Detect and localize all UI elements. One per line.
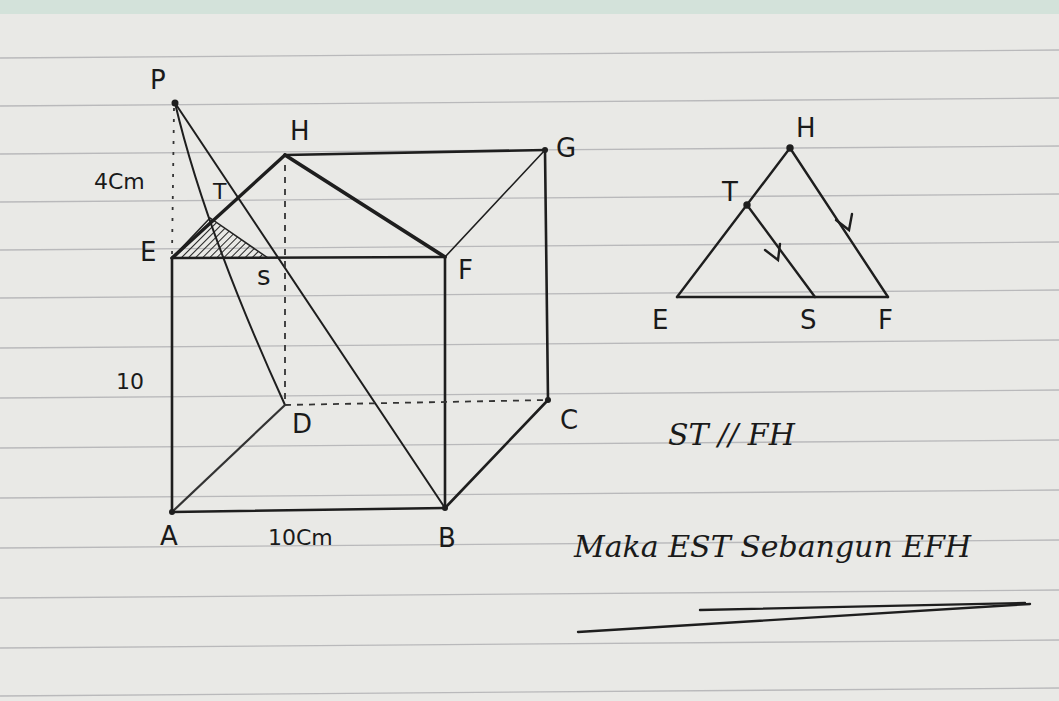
point-label: G: [556, 134, 576, 163]
ruled-line: [0, 146, 1059, 154]
side-ef: [677, 296, 888, 298]
edge-dc: [285, 400, 548, 405]
point-label: B: [438, 524, 456, 553]
edge-gc: [545, 150, 548, 400]
point-label: C: [560, 406, 578, 435]
edge-ef: [172, 257, 445, 258]
underline-stroke: [700, 603, 1025, 610]
diagonal-hf: [285, 155, 445, 257]
edge-fg: [445, 150, 545, 257]
line-pe: [172, 108, 174, 255]
parallel-note: ST // FH: [668, 418, 795, 451]
parallel-arrow: [765, 244, 780, 260]
point-label: F: [878, 306, 893, 335]
line-pb: [175, 103, 445, 508]
point: [172, 100, 179, 107]
point-label: H: [796, 114, 816, 143]
hidden-edges: [172, 108, 548, 512]
edge-hd: [284, 165, 286, 400]
point: [442, 505, 448, 511]
side-eh: [677, 148, 790, 297]
point-label: D: [292, 410, 312, 439]
ruled-line: [0, 194, 1059, 202]
point: [788, 146, 793, 151]
point-label: H: [290, 117, 310, 146]
edge-ea: [171, 258, 174, 512]
edge-bc: [445, 400, 548, 508]
edge-ad: [172, 405, 285, 512]
point-label: P: [150, 66, 166, 95]
ruled-line: [0, 490, 1059, 498]
segment-ts: [747, 205, 815, 297]
conclusion-note: Maka EST Sebangun EFH: [574, 530, 971, 563]
point-label: A: [160, 522, 178, 551]
edge-ab: [172, 508, 445, 512]
ruled-line: [0, 688, 1059, 696]
ruled-line: [0, 242, 1059, 250]
ruled-line: [0, 590, 1059, 598]
point-label: F: [458, 256, 473, 285]
ruled-line: [0, 390, 1059, 398]
point: [545, 397, 551, 403]
top-strip: [0, 0, 1059, 14]
edge-hg: [285, 150, 545, 155]
point-label: E: [652, 306, 668, 335]
point-label: T: [722, 178, 738, 207]
point: [169, 509, 175, 515]
edge-fb: [444, 257, 447, 508]
ruled-lines: [0, 50, 1059, 696]
parallel-arrow: [836, 214, 852, 230]
side-hf: [790, 148, 888, 297]
line-pd: [175, 103, 285, 405]
point: [745, 203, 750, 208]
dimension-label: 10: [116, 370, 144, 394]
shaded-triangle: [172, 218, 268, 258]
point-label: T: [213, 180, 226, 204]
ruled-line: [0, 440, 1059, 448]
dimension-label: 4Cm: [94, 170, 145, 194]
point-label: E: [140, 238, 156, 267]
ruled-line: [0, 640, 1059, 648]
ruled-line: [0, 340, 1059, 348]
ruled-line: [0, 290, 1059, 298]
point: [542, 147, 548, 153]
ruled-line: [0, 50, 1059, 58]
underline: [578, 603, 1030, 632]
point-label: s: [257, 262, 271, 291]
cube-edges: [172, 103, 548, 512]
underline-stroke: [578, 604, 1030, 632]
point-label: S: [800, 306, 817, 335]
dimension-label: 10Cm: [268, 526, 333, 550]
ruled-line: [0, 98, 1059, 106]
points: [169, 100, 551, 516]
similar-triangles: [677, 146, 888, 298]
